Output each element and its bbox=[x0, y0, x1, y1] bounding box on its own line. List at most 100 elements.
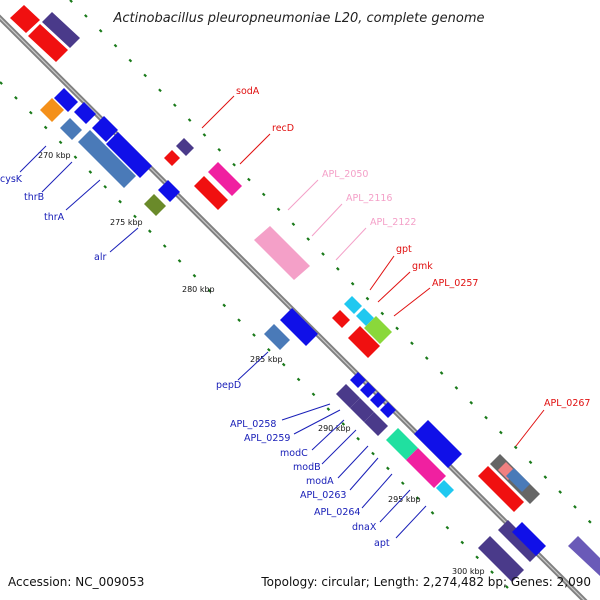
leader-thrA bbox=[65, 179, 101, 211]
gene-alr-blue[interactable] bbox=[158, 180, 180, 202]
leader-APL_2122 bbox=[335, 227, 367, 261]
gene-mod-arrow4[interactable] bbox=[380, 402, 396, 418]
tick-label-280: 280 kbp bbox=[182, 285, 215, 294]
label-alr[interactable]: alr bbox=[94, 252, 106, 263]
tick-label-300: 300 kbp bbox=[452, 567, 485, 576]
gene-mod-arrow2[interactable] bbox=[360, 382, 376, 398]
label-modB[interactable]: modB bbox=[293, 462, 321, 473]
label-APL_2050[interactable]: APL_2050 bbox=[322, 169, 368, 180]
gene-dnaX-blue[interactable] bbox=[414, 420, 462, 468]
gene-top-red-2[interactable] bbox=[28, 24, 68, 62]
gene-top-purple[interactable] bbox=[42, 12, 80, 48]
gene-bottom-purple-2[interactable] bbox=[498, 520, 540, 562]
leader-APL_0264 bbox=[361, 473, 393, 509]
gene-sodA-purple[interactable] bbox=[176, 138, 194, 156]
label-APL_0257[interactable]: APL_0257 bbox=[432, 278, 478, 289]
gene-bottom-blue[interactable] bbox=[512, 522, 546, 556]
label-gpt[interactable]: gpt bbox=[396, 244, 412, 255]
gene-apl0267-steel[interactable] bbox=[506, 468, 530, 492]
map-title: Actinobacillus pleuropneumoniae L20, com… bbox=[113, 11, 485, 26]
leader-gmk bbox=[377, 271, 411, 303]
leader-APL_0257 bbox=[393, 287, 431, 317]
label-gmk[interactable]: gmk bbox=[412, 261, 433, 272]
leader-sodA bbox=[201, 95, 235, 129]
tick-label-295: 295 kbp bbox=[388, 495, 421, 504]
gene-modA-purple[interactable] bbox=[364, 412, 388, 436]
leader-pepD bbox=[237, 351, 269, 381]
leader-thrB bbox=[41, 161, 73, 193]
label-pepD[interactable]: pepD bbox=[216, 380, 241, 391]
leader-modA bbox=[337, 445, 369, 479]
label-recD[interactable]: recD bbox=[272, 123, 294, 134]
label-apt[interactable]: apt bbox=[374, 538, 390, 549]
gene-alr-olive[interactable] bbox=[144, 194, 166, 216]
gene-gmk-cyan[interactable] bbox=[356, 308, 374, 326]
label-APL_2122[interactable]: APL_2122 bbox=[370, 217, 416, 228]
label-APL_0264[interactable]: APL_0264 bbox=[314, 507, 360, 518]
gene-bottom-purple-r[interactable] bbox=[568, 536, 600, 576]
gene-thrA-steel[interactable] bbox=[78, 130, 136, 188]
label-APL_0258[interactable]: APL_0258 bbox=[230, 419, 276, 430]
gene-apt-cyan[interactable] bbox=[436, 480, 454, 498]
accession-text: Accession: NC_009053 bbox=[8, 575, 144, 589]
leader-alr bbox=[109, 227, 139, 253]
label-APL_0267[interactable]: APL_0267 bbox=[544, 398, 590, 409]
leader-modC bbox=[311, 419, 345, 451]
gene-orange[interactable] bbox=[40, 98, 64, 122]
reverse-strand-genes bbox=[10, 5, 600, 576]
backbone-line bbox=[0, 14, 588, 600]
leader-modB bbox=[321, 429, 357, 465]
leader-APL_0263 bbox=[349, 457, 379, 491]
label-APL_0263[interactable]: APL_0263 bbox=[300, 490, 346, 501]
gene-labels: cysK thrB thrA alr pepD APL_0258 APL_025… bbox=[0, 86, 590, 549]
gene-top-red-1[interactable] bbox=[10, 5, 40, 33]
label-sodA[interactable]: sodA bbox=[236, 86, 260, 97]
label-modC[interactable]: modC bbox=[280, 448, 308, 459]
gene-mod-arrow1[interactable] bbox=[350, 372, 366, 388]
gene-sodA-red[interactable] bbox=[164, 150, 180, 166]
label-modA[interactable]: modA bbox=[306, 476, 334, 487]
leader-lines bbox=[19, 95, 545, 539]
forward-strand-genes bbox=[40, 88, 546, 582]
gene-apl0257-green[interactable] bbox=[364, 316, 392, 344]
gene-pepD-blue[interactable] bbox=[280, 308, 318, 346]
label-thrB[interactable]: thrB bbox=[24, 192, 44, 203]
backbone-highlight bbox=[0, 17, 585, 600]
gene-cysK-steel[interactable] bbox=[60, 118, 82, 140]
leader-APL_2116 bbox=[311, 203, 343, 237]
gc-line-inner bbox=[0, 81, 521, 600]
backbone bbox=[0, 14, 588, 600]
tick-label-285: 285 kbp bbox=[250, 355, 283, 364]
gc-line-outer bbox=[69, 0, 600, 533]
gene-bottom-purple-1[interactable] bbox=[478, 536, 524, 582]
leader-APL_2050 bbox=[287, 179, 319, 211]
gene-pseudogene-pink[interactable] bbox=[254, 226, 310, 280]
gene-apl0257-red[interactable] bbox=[348, 326, 380, 358]
gene-apl0267-red[interactable] bbox=[478, 466, 524, 512]
label-cysK[interactable]: cysK bbox=[0, 174, 23, 185]
gene-modB-purple[interactable] bbox=[350, 398, 374, 422]
leader-APL_0259 bbox=[293, 409, 341, 435]
label-APL_0259[interactable]: APL_0259 bbox=[244, 433, 290, 444]
gene-thrB-blue2[interactable] bbox=[92, 116, 118, 142]
label-APL_2116[interactable]: APL_2116 bbox=[346, 193, 392, 204]
leader-apt bbox=[395, 505, 427, 539]
gene-mod-arrow3[interactable] bbox=[370, 392, 386, 408]
label-thrA[interactable]: thrA bbox=[44, 212, 65, 223]
gene-blue-a[interactable] bbox=[54, 88, 78, 112]
gene-gmk-red[interactable] bbox=[332, 310, 350, 328]
leader-gpt bbox=[369, 255, 395, 291]
gene-recD-red[interactable] bbox=[194, 176, 228, 210]
gene-gpt-cyan[interactable] bbox=[344, 296, 362, 314]
gene-pepD-steel[interactable] bbox=[264, 324, 290, 350]
label-dnaX[interactable]: dnaX bbox=[352, 522, 377, 533]
gene-apl0263-teal[interactable] bbox=[386, 428, 418, 460]
leader-recD bbox=[239, 133, 271, 165]
gene-thrA-blue[interactable] bbox=[106, 132, 152, 178]
gene-modC-purple[interactable] bbox=[336, 384, 360, 408]
gene-thrB-blue[interactable] bbox=[74, 102, 96, 124]
gene-apl0264-magenta[interactable] bbox=[406, 448, 446, 488]
gene-recD-magenta[interactable] bbox=[208, 162, 242, 196]
